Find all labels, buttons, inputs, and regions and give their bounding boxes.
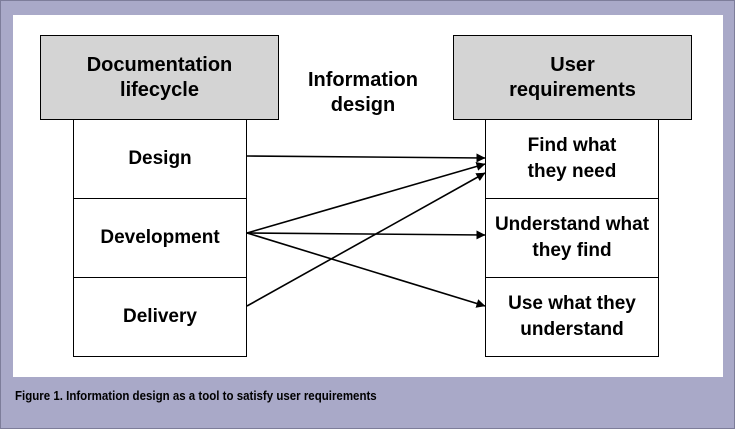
stage-development-label: Development <box>100 227 220 248</box>
requirement-use-label: Use what they understand <box>508 293 636 340</box>
requirement-find: Find what they need <box>485 119 659 199</box>
figure-caption: Figure 1. Information design as a tool t… <box>15 389 377 403</box>
stage-development: Development <box>73 198 247 278</box>
requirements-header-text: User requirements <box>509 53 636 101</box>
requirement-find-label: Find what they need <box>527 135 617 182</box>
requirement-understand: Understand what they find <box>485 198 659 278</box>
lifecycle-header: Documentation lifecycle <box>40 35 279 120</box>
stage-delivery-label: Delivery <box>123 306 197 327</box>
requirement-use: Use what they understand <box>485 277 659 357</box>
requirements-header: User requirements <box>453 35 692 120</box>
information-design-label: Information design <box>308 69 418 116</box>
requirement-understand-label: Understand what they find <box>494 214 650 261</box>
lifecycle-header-text: Documentation lifecycle <box>86 53 233 101</box>
stage-delivery: Delivery <box>73 277 247 357</box>
stage-design: Design <box>73 119 247 199</box>
stage-design-label: Design <box>128 148 192 169</box>
